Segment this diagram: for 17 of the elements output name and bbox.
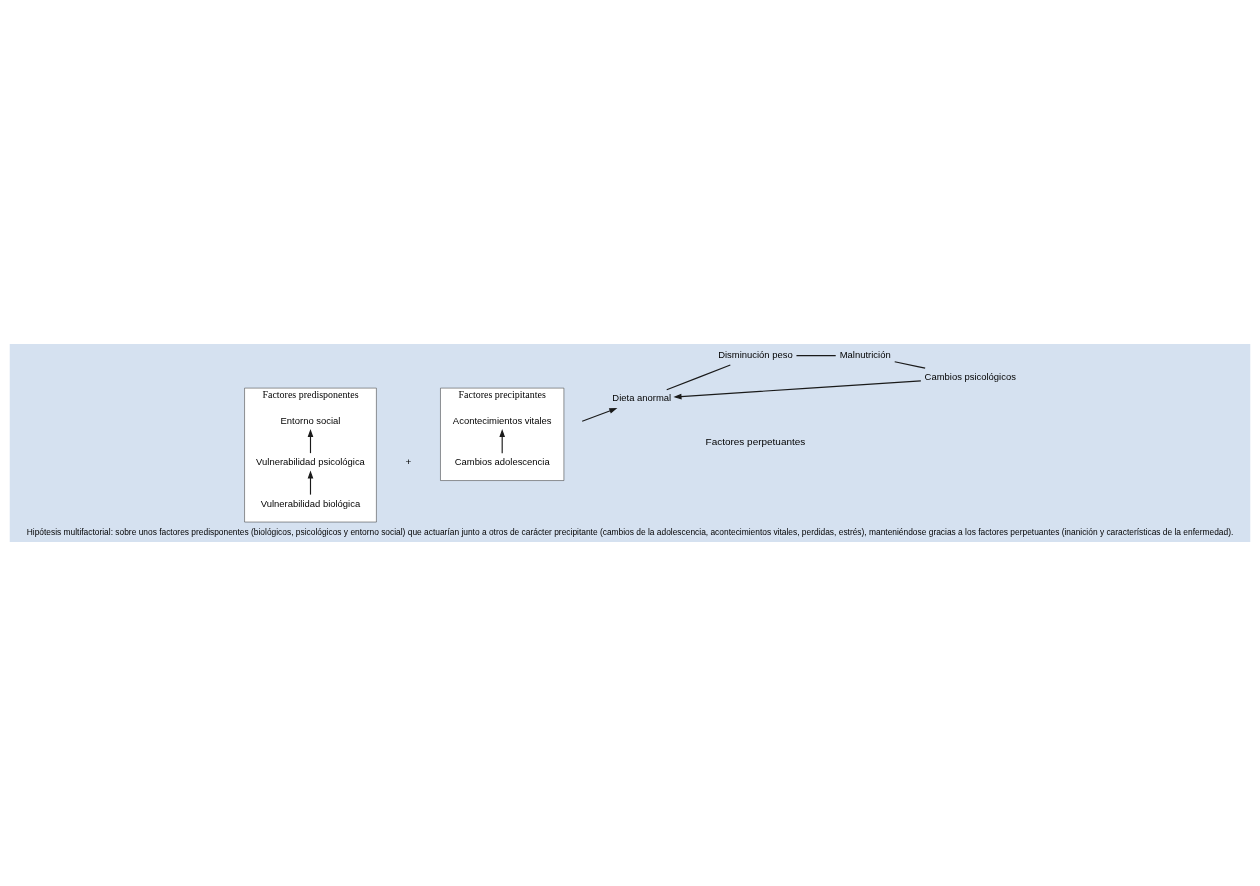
node-text: Vulnerabilidad psicológica [256,456,365,468]
node-text: Disminución peso [718,348,793,360]
arrow [581,408,618,422]
node-text: Vulnerabilidad biológica [260,497,361,509]
connector [894,361,926,369]
label: + [405,456,412,468]
node-text: Entorno social [280,414,341,426]
node-text: Malnutrición [839,348,891,360]
caption: Hipótesis multifactorial: sobre unos factores predisponentes (biológicos, psicológicos y entorno social) que actuarían junto a otros de carácter precipitante (cambios de la adolescencia, acontecimientos vitales, perdidas, estrés), manteniéndose gracias a los factores perpetuantes (inanición y características de la enfermedad). [26,527,1234,538]
arrow [673,380,922,400]
label: Factores perpetuantes [705,436,806,448]
connector [666,364,731,391]
node-text: Dieta anormal [612,392,672,404]
node-text: Cambios adolescencia [454,456,550,468]
connector [795,354,837,357]
node-text: Acontecimientos vitales [452,414,552,426]
node-text: Cambios psicológicos [924,370,1016,382]
